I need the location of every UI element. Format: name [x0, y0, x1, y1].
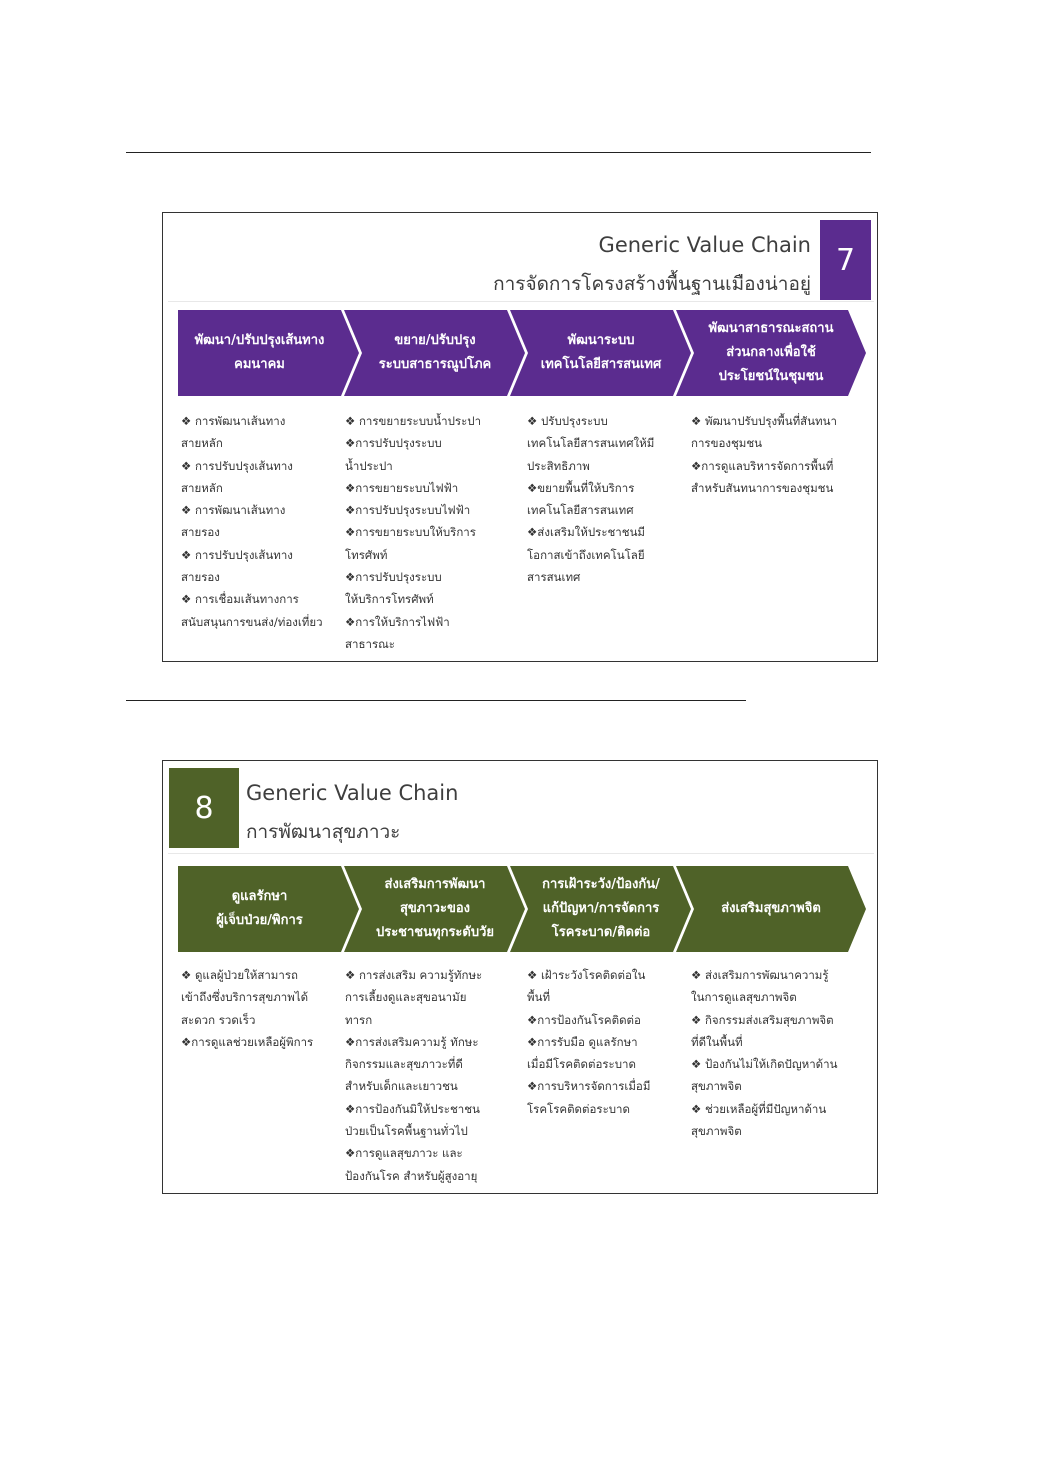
chevron-stage-2: ส่งเสริมการพัฒนา สุขภาวะของ ประชาชนทุกระ… [344, 866, 525, 952]
list-item: ❖การปรับปรุงระบบ ให้บริการโทรศัพท์ [345, 570, 442, 607]
list-item: ❖ ช่วยเหลือผู้ที่มีปัญหาด้าน สุขภาพจิต [691, 1101, 827, 1139]
panel-8-subtitle: การพัฒนาสุขภาวะ [246, 821, 401, 843]
list-item: ❖ การพัฒนาเส้นทาง สายหลัก [181, 414, 286, 451]
list-item: ❖การปรับปรุงระบบ น้ำประปา [345, 436, 442, 473]
list-item: ❖การปรับปรุงระบบไฟฟ้า [345, 503, 471, 518]
list-item: ❖การให้บริการไฟฟ้า สาธารณะ [345, 614, 450, 651]
list-item: ❖ เฝ้าระวังโรคติดต่อใน พื้นที่ [527, 968, 646, 1005]
chevron-stage-3: พัฒนาระบบ เทคโนโลยีสารสนเทศ [510, 310, 691, 396]
list-item: ❖การขยายระบบให้บริการ โทรศัพท์ [345, 525, 476, 562]
panel-7-subtitle: การจัดการโครงสร้างพื้นฐานเมืองน่าอยู่ [493, 273, 811, 295]
stage-label: ขยาย/ปรับปรุง ระบบสาธารณูปโภค [378, 333, 492, 372]
stage-label: การเฝ้าระวัง/ป้องกัน/ แก้ปัญหา/การจัดการ… [542, 877, 660, 940]
list-item: ❖ ปรับปรุงระบบ เทคโนโลยีสารสนเทศให้มี ปร… [527, 414, 655, 473]
chevron-stage-3: การเฝ้าระวัง/ป้องกัน/ แก้ปัญหา/การจัดการ… [510, 866, 691, 952]
panel-7-title: Generic Value Chain [598, 233, 811, 257]
chevron-stage-4: ส่งเสริมสุขภาพจิต [676, 866, 866, 952]
list-item: ❖การดูแลช่วยเหลือผู้พิการ [181, 1034, 314, 1049]
panel-8-title: Generic Value Chain [246, 781, 459, 805]
panel-7-column-3: ❖ ปรับปรุงระบบ เทคโนโลยีสารสนเทศให้มี ปร… [527, 410, 687, 588]
list-item: ❖การดูแลบริหารจัดการพื้นที่ สำหรับสันทนา… [691, 458, 834, 495]
list-item: ❖ขยายพื้นที่ให้บริการ เทคโนโลยีสารสนเทศ [527, 480, 635, 518]
chevron-stage-2: ขยาย/ปรับปรุง ระบบสาธารณูปโภค [344, 310, 525, 396]
panel-8-column-4: ❖ ส่งเสริมการพัฒนาความรู้ ในการดูแลสุขภา… [691, 964, 871, 1142]
panel-7-column-4: ❖ พัฒนาปรับปรุงพื้นที่สันทนา การของชุมชน… [691, 410, 871, 499]
chevron-stage-1: ดูแลรักษา ผู้เจ็บป่วย/พิการ [178, 866, 359, 952]
panel-8-column-3: ❖ เฝ้าระวังโรคติดต่อใน พื้นที่ ❖การป้องก… [527, 964, 687, 1120]
list-item: ❖การบริหารจัดการเมื่อมี โรคโรคติดต่อระบา… [527, 1079, 651, 1116]
divider [168, 853, 874, 854]
list-item: ❖ การพัฒนาเส้นทาง สายรอง [181, 503, 286, 540]
list-item: ❖การส่งเสริมความรู้ ทักษะ กิจกรรมและสุขภ… [345, 1034, 479, 1094]
list-item: ❖การป้องกันมิให้ประชาชน ป่วยเป็นโรคพื้นฐ… [345, 1101, 480, 1139]
value-chain-panel-8: 8 Generic Value Chain การพัฒนาสุขภาวะ ดู… [162, 760, 878, 1194]
list-item: ❖ ส่งเสริมการพัฒนาความรู้ ในการดูแลสุขภา… [691, 968, 829, 1005]
chevron-stage-4: พัฒนาสาธารณะสถาน ส่วนกลางเพื่อใช้ ประโยช… [676, 310, 866, 396]
stage-label: พัฒนา/ปรับปรุงเส้นทาง คมนาคม [194, 333, 325, 372]
list-item: ❖ การปรับปรุงเส้นทาง สายรอง [181, 547, 293, 585]
list-item: ❖ ป้องกันไม่ให้เกิดปัญหาด้าน สุขภาพจิต [691, 1057, 838, 1094]
panel-7-badge: 7 [820, 220, 871, 300]
panel-8-column-1: ❖ ดูแลผู้ป่วยให้สามารถ เข้าถึงซึ่งบริการ… [181, 964, 343, 1053]
panel-7-column-2: ❖ การขยายระบบน้ำประปา ❖การปรับปรุงระบบ น… [345, 410, 510, 655]
stage-label: พัฒนาสาธารณะสถาน ส่วนกลางเพื่อใช้ ประโยช… [708, 321, 834, 384]
horizontal-rule-top [126, 152, 871, 153]
stage-label: พัฒนาระบบ เทคโนโลยีสารสนเทศ [540, 333, 662, 372]
panel-7-column-1: ❖ การพัฒนาเส้นทาง สายหลัก ❖ การปรับปรุงเ… [181, 410, 343, 633]
list-item: ❖การรับมือ ดูแลรักษา เมื่อมีโรคติดต่อระบ… [527, 1034, 638, 1072]
list-item: ❖ พัฒนาปรับปรุงพื้นที่สันทนา การของชุมชน [691, 414, 837, 451]
list-item: ❖ การปรับปรุงเส้นทาง สายหลัก [181, 458, 293, 495]
horizontal-rule-middle [126, 700, 746, 701]
list-item: ❖ การเชื่อมเส้นทางการ สนับสนุนการขนส่ง/ท… [181, 592, 323, 629]
list-item: ❖ การส่งเสริม ความรู้ทักษะ การเลี้ยงดูแล… [345, 968, 483, 1027]
list-item: ❖ การขยายระบบน้ำประปา [345, 414, 482, 428]
panel-8-badge: 8 [169, 768, 239, 848]
chevron-stage-1: พัฒนา/ปรับปรุงเส้นทาง คมนาคม [178, 310, 359, 396]
divider [168, 301, 874, 302]
list-item: ❖การดูแลสุขภาวะ และ ป้องกันโรค สำหรับผู้… [345, 1146, 478, 1183]
list-item: ❖ กิจกรรมส่งเสริมสุขภาพจิต ที่ดีในพื้นที… [691, 1012, 834, 1049]
list-item: ❖การป้องกันโรคติดต่อ [527, 1012, 641, 1027]
value-chain-panel-7: Generic Value Chain การจัดการโครงสร้างพื… [162, 212, 878, 662]
panel-8-column-2: ❖ การส่งเสริม ความรู้ทักษะ การเลี้ยงดูแล… [345, 964, 510, 1187]
list-item: ❖ส่งเสริมให้ประชาชนมี โอกาสเข้าถึงเทคโนโ… [527, 525, 646, 585]
stage-label: ส่งเสริมการพัฒนา สุขภาวะของ ประชาชนทุกระ… [375, 877, 495, 940]
stage-label: ดูแลรักษา ผู้เจ็บป่วย/พิการ [216, 889, 303, 928]
list-item: ❖ ดูแลผู้ป่วยให้สามารถ เข้าถึงซึ่งบริการ… [181, 968, 309, 1027]
stage-label: ส่งเสริมสุขภาพจิต [721, 901, 821, 916]
list-item: ❖การขยายระบบไฟฟ้า [345, 480, 459, 495]
